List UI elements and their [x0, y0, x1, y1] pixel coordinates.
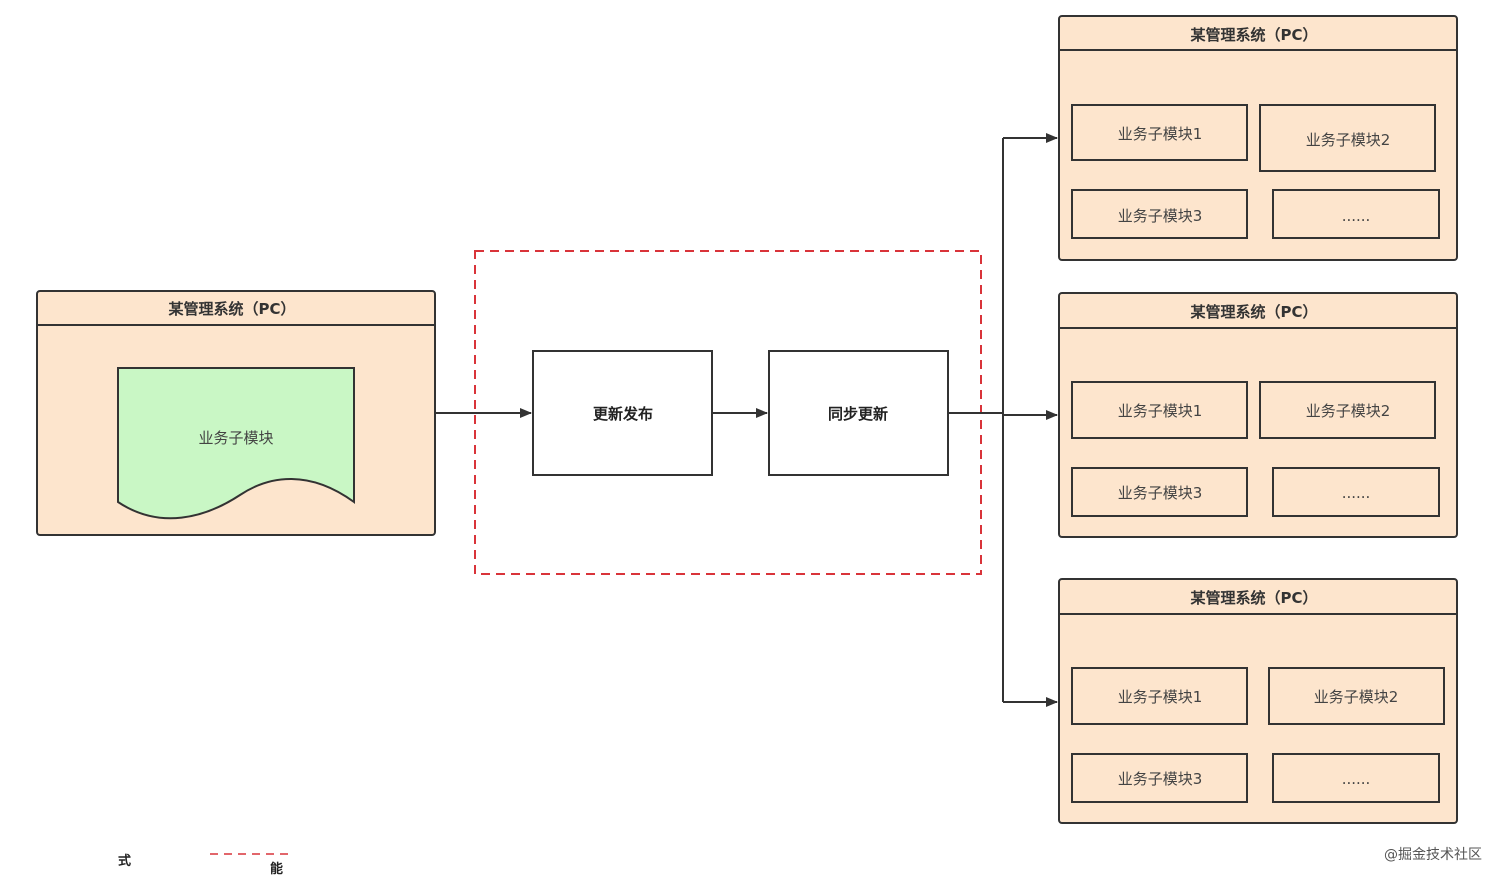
t2-module-2-box	[1259, 381, 1436, 439]
source-system-title: 某管理系统（PC）	[168, 300, 295, 318]
target-system-2-title: 某管理系统（PC）	[1190, 303, 1317, 321]
target-system-3-title: 某管理系统（PC）	[1190, 589, 1317, 607]
target-system-2: 某管理系统（PC） 业务子模块1 业务子模块2 业务子模块3 ......	[1058, 292, 1458, 538]
t3-module-3-box	[1071, 753, 1248, 803]
sync-box	[768, 350, 949, 476]
t3-module-1-box	[1071, 667, 1248, 725]
t1-module-3-label: 业务子模块3	[1118, 207, 1203, 225]
t1-module-2-label: 业务子模块2	[1306, 131, 1391, 149]
t2-module-more-label: ......	[1342, 484, 1371, 502]
business-module-document-shape	[117, 367, 355, 520]
t3-module-2-label: 业务子模块2	[1314, 688, 1399, 706]
target-system-3: 某管理系统（PC） 业务子模块1 业务子模块2 业务子模块3 ......	[1058, 578, 1458, 824]
t2-module-more-box	[1272, 467, 1440, 517]
t2-module-1-label: 业务子模块1	[1118, 402, 1203, 420]
t2-module-3-box	[1071, 467, 1248, 517]
t3-module-3-label: 业务子模块3	[1118, 770, 1203, 788]
t2-module-3-label: 业务子模块3	[1118, 484, 1203, 502]
publish-label: 更新发布	[593, 405, 653, 423]
publish-box	[532, 350, 713, 476]
sync-label: 同步更新	[828, 405, 888, 423]
source-system: 某管理系统（PC） 业务子模块	[36, 290, 436, 536]
t3-module-1-label: 业务子模块1	[1118, 688, 1203, 706]
t2-module-1-box	[1071, 381, 1248, 439]
process-step-publish: 更新发布	[532, 350, 713, 476]
target-system-1-title: 某管理系统（PC）	[1190, 26, 1317, 44]
target-system-1: 某管理系统（PC） 业务子模块1 业务子模块2 业务子模块3 ......	[1058, 15, 1458, 261]
process-step-sync: 同步更新	[768, 350, 949, 476]
t1-module-3-box	[1071, 189, 1248, 239]
t3-module-2-box	[1268, 667, 1445, 725]
t1-module-more-label: ......	[1342, 207, 1371, 225]
source-module-label: 业务子模块	[198, 429, 273, 447]
watermark: @掘金技术社区	[1384, 847, 1482, 863]
t3-module-more-label: ......	[1342, 770, 1371, 788]
t1-module-2-box	[1259, 104, 1436, 172]
t2-module-2-label: 业务子模块2	[1306, 402, 1391, 420]
cropped-text-fragment-mid: 能	[270, 862, 284, 877]
t1-module-1-box	[1071, 104, 1248, 161]
t3-module-more-box	[1272, 753, 1440, 803]
t1-module-1-label: 业务子模块1	[1118, 125, 1203, 143]
t1-module-more-box	[1272, 189, 1440, 239]
cropped-text-fragment-left: 式	[118, 854, 132, 869]
